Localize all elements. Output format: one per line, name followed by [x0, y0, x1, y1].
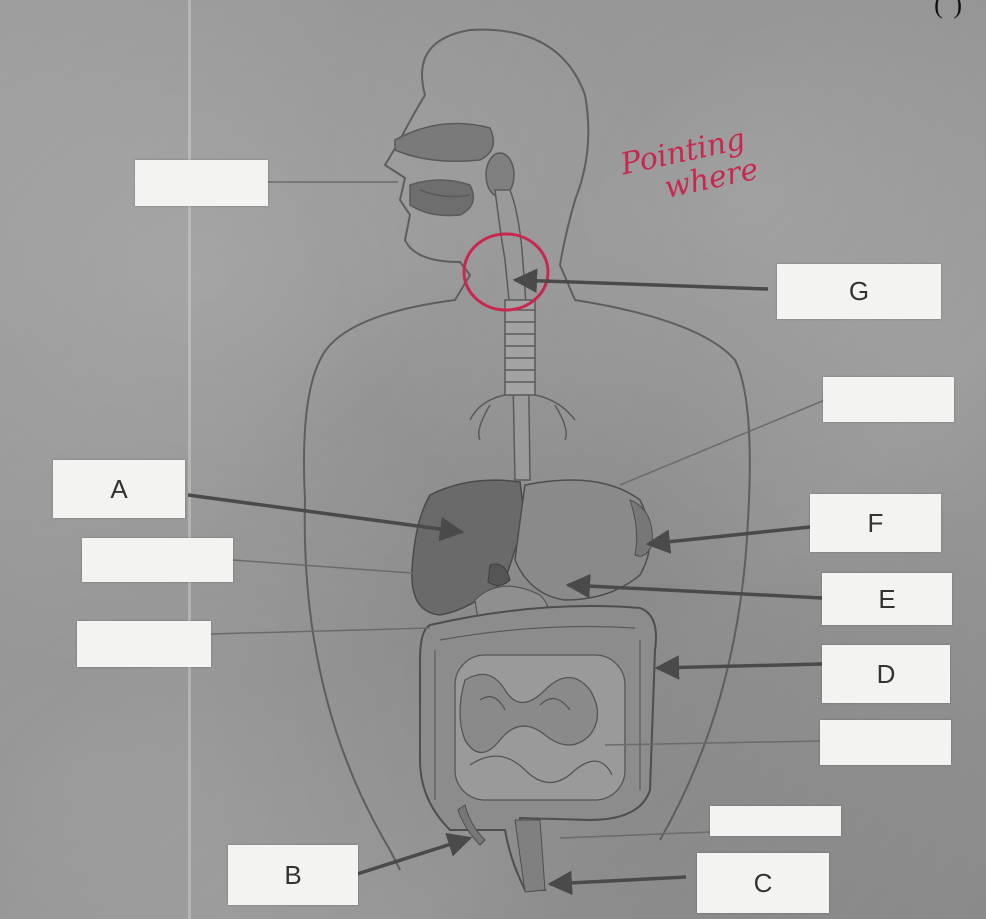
label-e: E — [878, 584, 895, 615]
label-box-g[interactable]: G — [777, 264, 941, 319]
label-b: B — [284, 860, 301, 891]
label-c: C — [754, 868, 773, 899]
label-box-c[interactable]: C — [697, 853, 829, 913]
small-intestine — [455, 655, 625, 800]
label-box-e[interactable]: E — [822, 573, 952, 625]
blank-label-box-left-lower[interactable] — [77, 621, 211, 667]
label-box-f[interactable]: F — [810, 494, 941, 552]
label-box-b[interactable]: B — [228, 845, 358, 905]
label-d: D — [877, 659, 896, 690]
blank-label-box-right-lower[interactable] — [820, 720, 951, 765]
label-g: G — [849, 276, 869, 307]
label-box-d[interactable]: D — [822, 645, 950, 703]
blank-label-box-bottom-right[interactable] — [710, 806, 841, 836]
label-a: A — [110, 474, 127, 505]
label-box-a[interactable]: A — [53, 460, 185, 518]
blank-label-box-mouth[interactable] — [135, 160, 268, 206]
rectum — [515, 820, 545, 892]
blank-label-box-upper-right[interactable] — [823, 377, 954, 422]
stomach — [515, 480, 650, 600]
label-f: F — [868, 508, 884, 539]
blank-label-box-left-middle[interactable] — [82, 538, 233, 582]
